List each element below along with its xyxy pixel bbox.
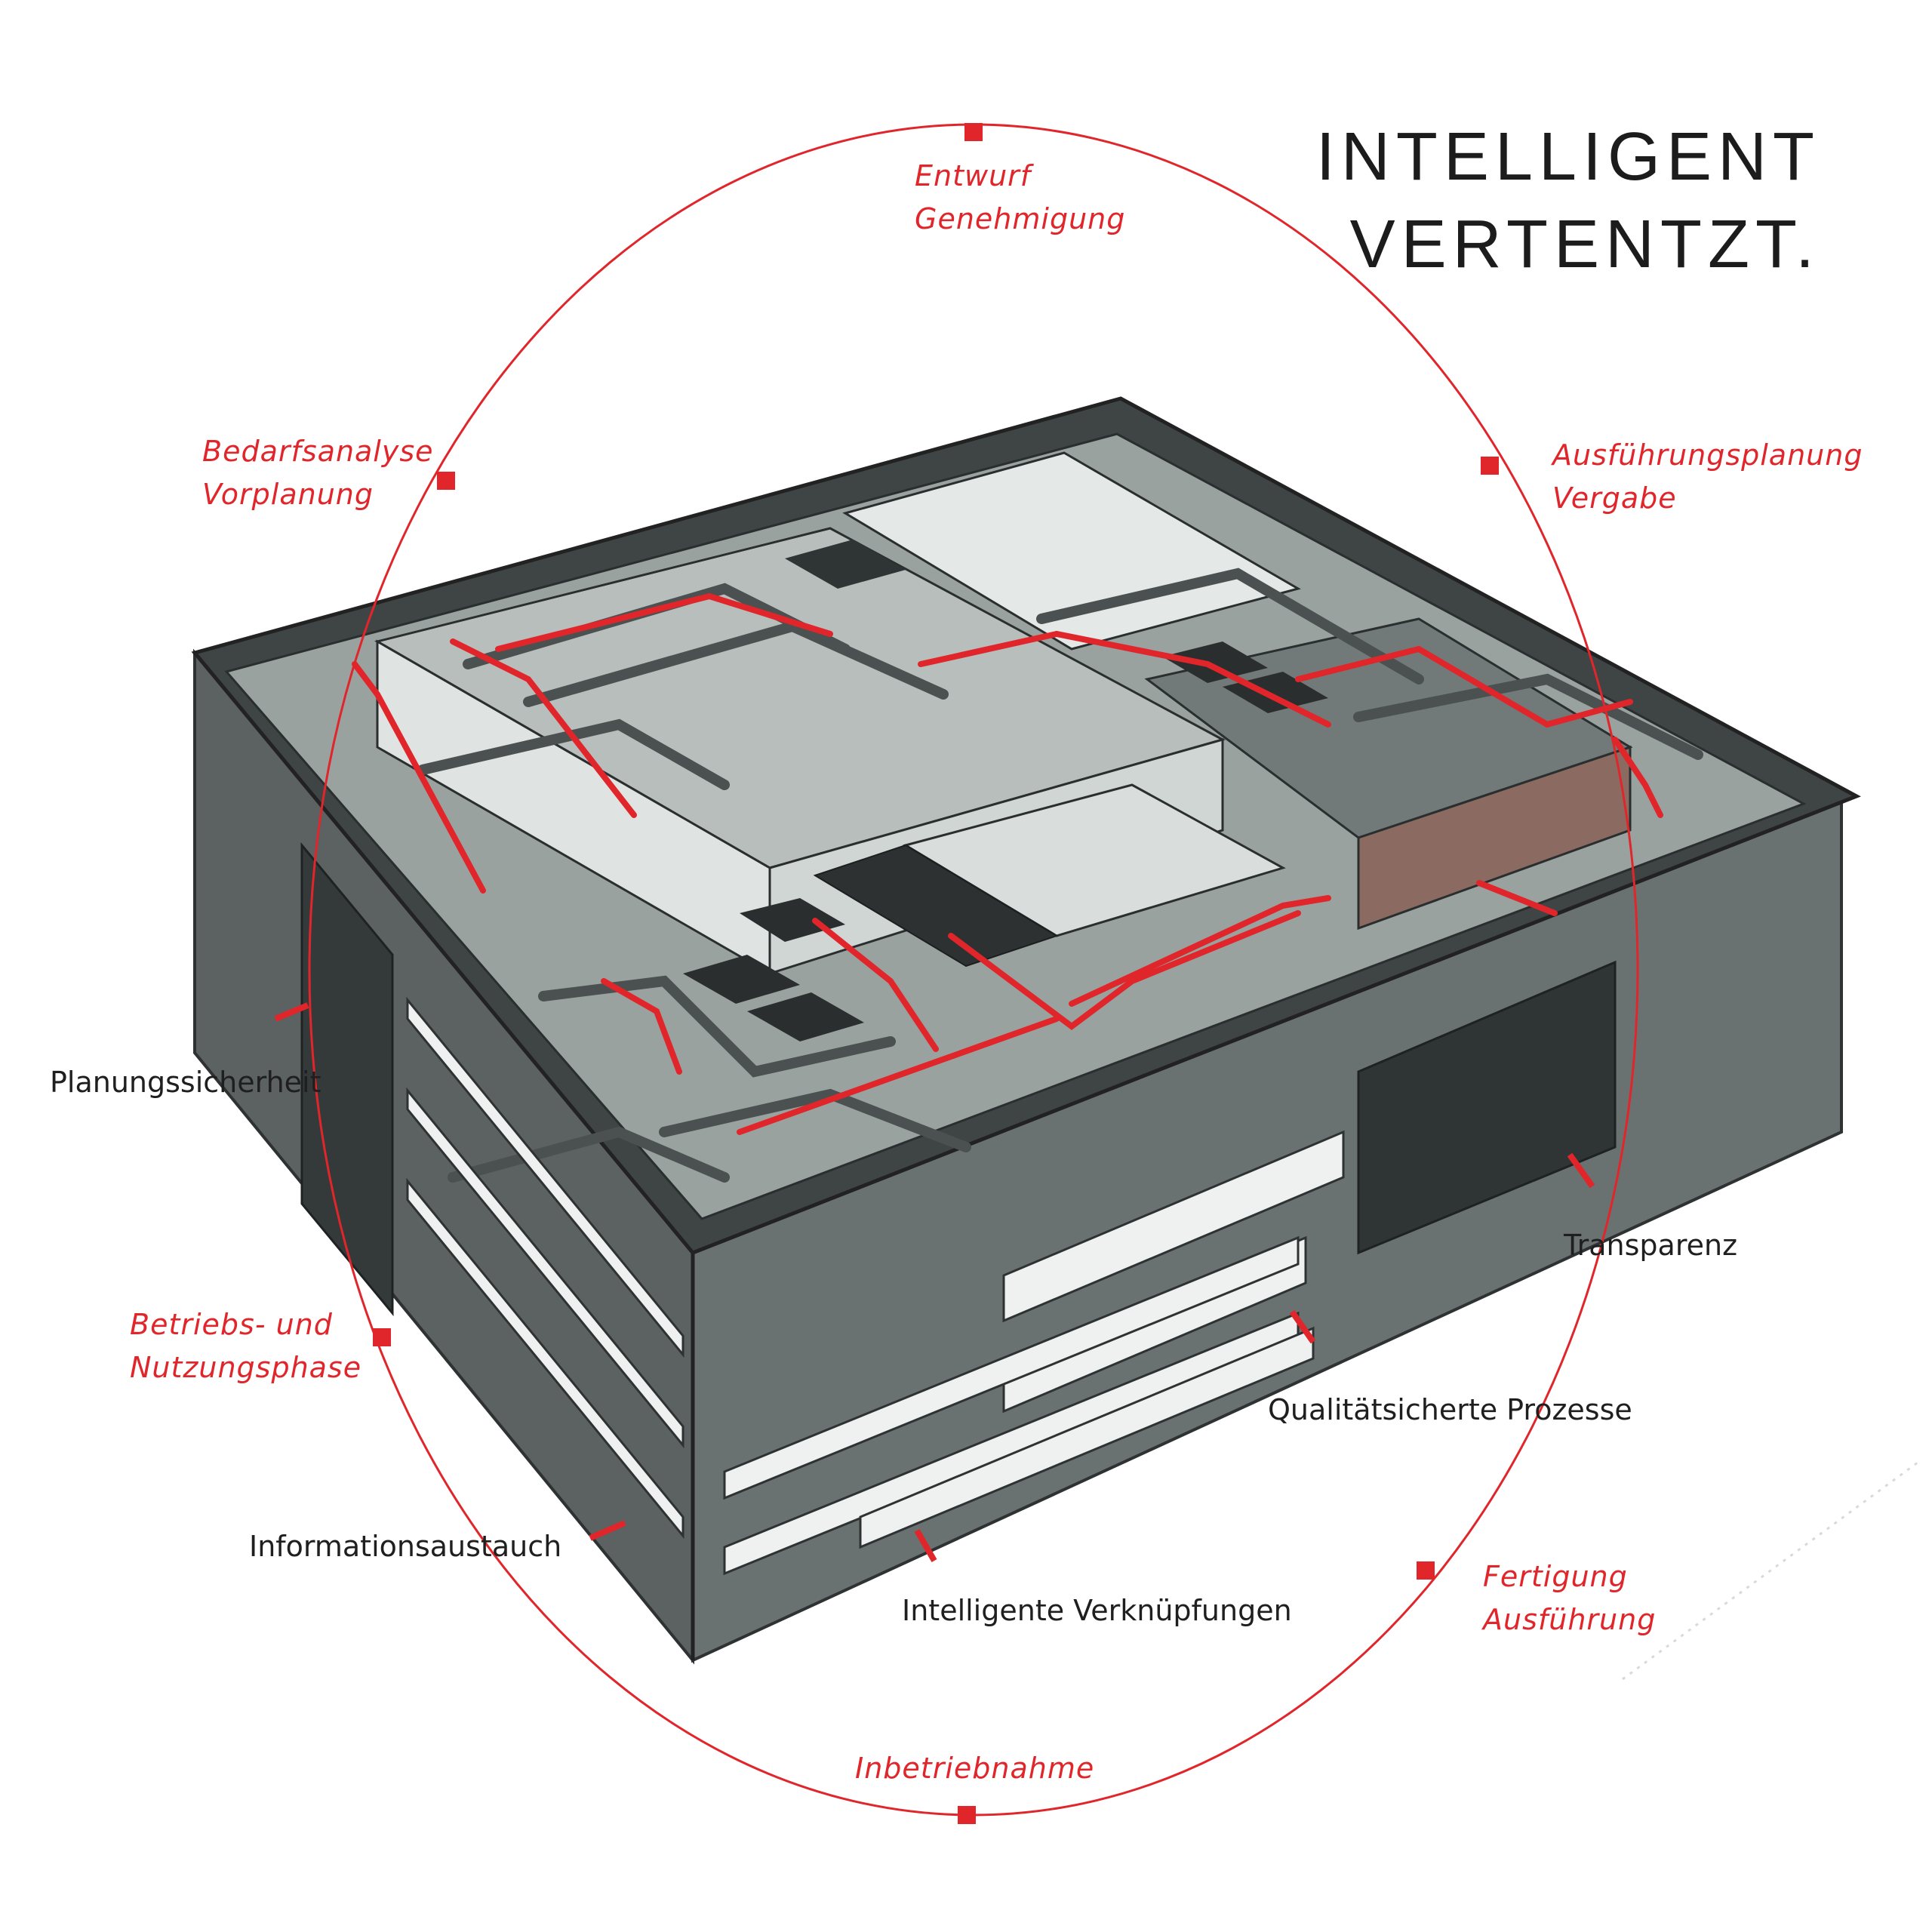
panel-6 xyxy=(785,540,906,589)
panel-3 xyxy=(740,898,845,942)
phase-marker-bottom xyxy=(958,1806,976,1824)
red-pipework xyxy=(352,592,1663,1135)
phase-label-top: Entwurf Genehmigung xyxy=(915,155,1125,241)
atrium-pit xyxy=(813,844,1059,968)
tick-verknuepfungen xyxy=(914,1529,937,1562)
panel-2 xyxy=(747,992,864,1041)
phase-marker-bottom-right xyxy=(1417,1561,1435,1580)
phase-marker-bottom-left xyxy=(373,1328,391,1346)
phase-top-left-line-1: Bedarfsanalyse xyxy=(202,435,434,468)
phase-marker-top-left xyxy=(437,472,455,490)
phase-top-right-line-1: Ausführungsplanung xyxy=(1552,438,1863,472)
phase-top-right-line-2: Vergabe xyxy=(1552,481,1677,515)
headline: INTELLIGENT VERTENTZT. xyxy=(1316,113,1820,288)
phase-label-bottom-left: Betriebs- und Nutzungsphase xyxy=(130,1303,361,1389)
panel-1 xyxy=(683,955,800,1004)
benefit-label-verknuepfungen: Intelligente Verknüpfungen xyxy=(902,1594,1292,1627)
phase-label-bottom-right: Fertigung Ausführung xyxy=(1483,1555,1656,1641)
benefit-label-transparenz: Transparenz xyxy=(1564,1229,1738,1262)
phase-label-top-left: Bedarfsanalyse Vorplanung xyxy=(202,430,434,516)
phase-bottom-right-line-2: Ausführung xyxy=(1483,1603,1657,1636)
grey-pipework xyxy=(417,568,1703,1183)
tick-prozesse xyxy=(1289,1309,1316,1344)
headline-line-1: INTELLIGENT xyxy=(1315,119,1820,195)
benefit-label-planungssicherheit: Planungssicherheit xyxy=(50,1066,321,1099)
right-block-wall xyxy=(1357,745,1632,931)
phase-marker-top xyxy=(964,123,983,141)
left-facade-louvre xyxy=(300,841,394,1317)
left-facade-windows xyxy=(406,996,685,1540)
headline-line-2: VERTENTZT. xyxy=(1349,207,1820,282)
phase-top-line-2: Genehmigung xyxy=(915,202,1126,235)
phase-label-top-right: Ausführungsplanung Vergabe xyxy=(1552,434,1863,520)
phase-marker-top-right xyxy=(1481,457,1499,475)
phase-bottom-right-line-1: Fertigung xyxy=(1483,1560,1628,1593)
lifecycle-ring xyxy=(308,123,1639,1824)
front-facade-windows xyxy=(723,1130,1345,1576)
faint-dotted-line xyxy=(1622,1459,1921,1681)
panel-4 xyxy=(1162,641,1268,683)
benefit-ticks xyxy=(274,1002,1595,1562)
phase-label-bottom: Inbetriebnahme xyxy=(855,1747,1094,1790)
phase-top-left-line-2: Vorplanung xyxy=(202,478,374,511)
phase-top-line-1: Entwurf xyxy=(915,159,1032,192)
tick-transparenz xyxy=(1567,1152,1595,1189)
skylight-box xyxy=(842,451,1301,651)
front-facade-louvre xyxy=(1357,960,1617,1255)
phase-bottom-line-1: Inbetriebnahme xyxy=(855,1752,1095,1785)
phase-bottom-left-line-1: Betriebs- und xyxy=(130,1308,333,1341)
phase-bottom-left-line-2: Nutzungsphase xyxy=(130,1351,362,1384)
benefit-label-informationsaustausch: Informationsaustauch xyxy=(249,1530,562,1563)
building-model xyxy=(191,396,1861,1665)
tick-planungssicherheit xyxy=(274,1002,309,1022)
tick-informationsaustausch xyxy=(589,1520,626,1541)
benefit-label-prozesse: Qualitätsicherte Prozesse xyxy=(1268,1393,1632,1426)
